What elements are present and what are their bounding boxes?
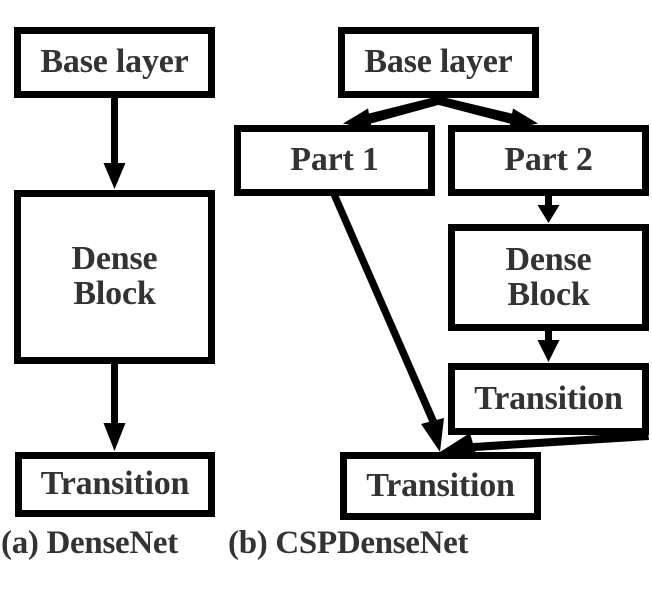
- node-b-transition-upper[interactable]: Transition: [448, 363, 649, 435]
- caption-panel-b: (b) CSPDenseNet: [228, 525, 469, 561]
- node-b-dense-block[interactable]: Dense Block: [448, 224, 649, 331]
- node-b-part-1[interactable]: Part 1: [234, 125, 435, 196]
- node-a-dense-block[interactable]: Dense Block: [14, 190, 215, 364]
- node-b-transition-output[interactable]: Transition: [340, 452, 541, 520]
- edge-a-base-to-dense: [103, 98, 126, 189]
- edge-b-transition-upper-to-transition-output: [440, 432, 649, 454]
- edge-b-dense-to-transition-upper: [537, 331, 560, 362]
- node-a-transition[interactable]: Transition: [15, 452, 215, 517]
- edge-a-dense-to-transition: [103, 364, 126, 451]
- caption-panel-a: (a) DenseNet: [1, 525, 178, 561]
- node-b-base-layer[interactable]: Base layer: [338, 27, 539, 98]
- node-a-base-layer[interactable]: Base layer: [14, 27, 215, 98]
- node-b-part-2[interactable]: Part 2: [448, 125, 649, 196]
- edge-b-part1-to-transition-output: [330, 192, 444, 452]
- edge-b-part2-to-dense: [537, 196, 560, 223]
